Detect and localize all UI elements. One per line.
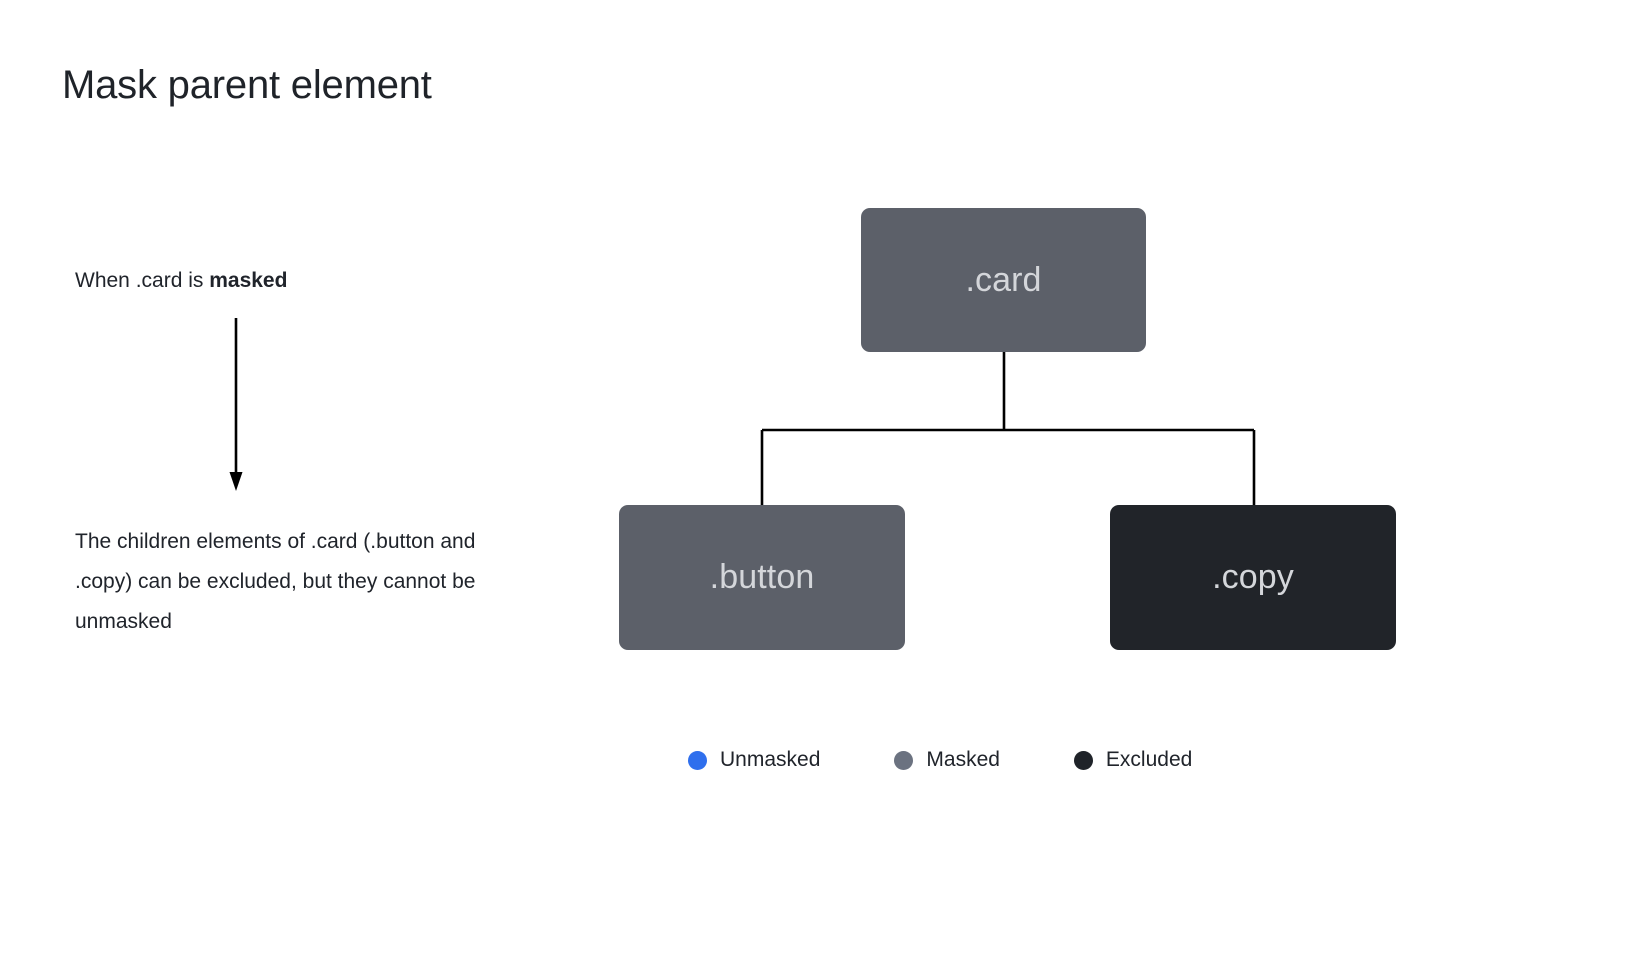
legend-dot-icon-excluded [1073,750,1093,770]
tree-node-copy[interactable]: .copy [1110,505,1396,650]
caption-children-elements-note: The children elements of .card (.button … [75,530,476,633]
legend-label-unmasked: Unmasked [720,748,821,771]
tree-node-button-label: .button [709,558,815,596]
legend-dot-icon-unmasked [688,750,707,770]
legend-dot-icon-masked [894,750,914,770]
legend-item-excluded: Excluded [1073,748,1193,772]
page-title: Mask parent element [62,63,432,107]
legend-item-unmasked: Unmasked [688,748,820,772]
legend: Unmasked Masked Excluded [688,748,1192,772]
down-arrow-icon [229,318,243,491]
caption-top-prefix: When .card is [75,269,210,292]
legend-label-masked: Masked [926,748,1000,771]
tree-node-button[interactable]: .button [619,505,905,650]
caption-top-emphasis: masked [209,269,288,292]
tree-node-card-label: .card [965,260,1042,299]
tree-node-card[interactable]: .card [861,208,1146,352]
legend-item-masked: Masked [894,748,1000,772]
legend-label-excluded: Excluded [1105,748,1193,771]
caption-when-card-is-masked: When .card is masked [75,266,287,296]
tree-node-copy-label: .copy [1212,558,1294,596]
